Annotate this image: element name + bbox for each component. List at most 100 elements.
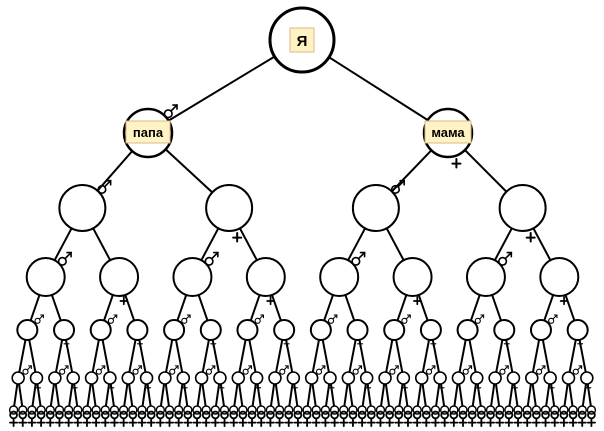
- female-symbol-icon: [385, 410, 395, 427]
- male-symbol-icon: [389, 365, 399, 375]
- female-symbol-icon: [183, 410, 193, 427]
- tree-edge: [238, 226, 259, 263]
- female-symbol-icon: [210, 340, 217, 347]
- tree-edge: [306, 383, 312, 407]
- ancestor-node: [268, 365, 289, 385]
- female-symbol-icon: [220, 410, 230, 427]
- male-symbol-icon: [279, 365, 289, 375]
- ancestor-node: [586, 405, 597, 427]
- female-symbol-icon: [210, 410, 220, 427]
- ancestor-node: [8, 405, 19, 427]
- male-symbol-icon: [498, 251, 513, 266]
- male-symbol-icon: [351, 251, 366, 266]
- ancestor-node: [249, 371, 264, 391]
- female-symbol-icon: [291, 384, 298, 391]
- ancestor-node: [430, 405, 441, 427]
- ancestor-node: [375, 405, 386, 427]
- tree-edge: [469, 293, 482, 322]
- tree-edge: [384, 226, 406, 263]
- tree-edge: [233, 383, 239, 407]
- male-symbol-icon: [163, 104, 178, 119]
- female-symbol-icon: [137, 410, 147, 427]
- tree-edge: [104, 383, 111, 407]
- tree-edge: [275, 338, 284, 373]
- female-symbol-icon: [35, 384, 42, 391]
- tree-edge: [526, 383, 533, 407]
- tree-edge: [385, 338, 394, 373]
- ancestor-node: [543, 371, 557, 391]
- ancestor-node: [256, 405, 266, 427]
- ancestor-node: [236, 314, 265, 341]
- ancestor-node: [91, 405, 101, 427]
- tree-edge: [508, 383, 514, 407]
- ancestor-node: [568, 405, 578, 427]
- ancestor-node: [493, 319, 516, 347]
- female-symbol-icon: [100, 410, 110, 427]
- ancestor-node: [449, 405, 459, 427]
- female-symbol-icon: [232, 232, 243, 243]
- female-symbol-icon: [577, 340, 584, 347]
- female-symbol-icon: [256, 410, 266, 427]
- tree-edge: [196, 383, 202, 407]
- tree-edge: [462, 147, 509, 194]
- male-symbol-icon: [22, 365, 32, 375]
- ancestor-node: [383, 314, 411, 341]
- tree-edge: [417, 293, 429, 322]
- tree-edge: [123, 293, 136, 322]
- ancestor-node: [341, 365, 363, 385]
- ancestor-node: [513, 405, 523, 427]
- female-symbol-icon: [541, 410, 551, 427]
- tree-edge: [128, 338, 137, 373]
- ancestor-node: [414, 365, 436, 385]
- tree-edge: [311, 338, 321, 373]
- female-symbol-icon: [82, 410, 92, 427]
- tree-edge: [274, 383, 281, 407]
- female-symbol-icon: [430, 410, 440, 427]
- root-label: Я: [297, 33, 308, 50]
- tree-edge: [564, 293, 576, 322]
- male-symbol-icon: [57, 251, 72, 266]
- tree-edge: [123, 383, 129, 407]
- ancestor-node: [155, 405, 166, 427]
- tree-edge: [379, 383, 386, 407]
- tree-edge: [490, 383, 496, 407]
- tree-edge: [421, 338, 431, 373]
- male-symbol-icon: [352, 365, 363, 375]
- female-symbol-icon: [495, 410, 505, 427]
- tree-edge: [214, 383, 221, 407]
- female-symbol-icon: [145, 384, 152, 391]
- ancestor-node: [100, 405, 111, 427]
- tree-edge: [238, 338, 247, 373]
- ancestor-node: [163, 314, 191, 341]
- female-symbol-icon: [146, 410, 156, 427]
- male-symbol-icon: [572, 365, 583, 375]
- tree-edge: [396, 293, 408, 322]
- ancestor-node: [302, 405, 312, 427]
- male-symbol-icon: [205, 365, 216, 375]
- female-symbol-icon: [27, 410, 37, 427]
- father-node-label: папа: [125, 120, 171, 144]
- female-symbol-icon: [440, 410, 450, 427]
- tree-edge: [531, 338, 541, 373]
- female-symbol-icon: [348, 410, 358, 427]
- ancestor-node: [456, 314, 485, 341]
- ancestor-node: [540, 405, 551, 427]
- male-symbol-icon: [425, 365, 436, 375]
- ancestor-node: [99, 257, 140, 306]
- ancestor-node: [29, 371, 44, 391]
- tree-edge: [249, 293, 262, 322]
- ancestor-node: [205, 184, 254, 243]
- tree-edge: [31, 383, 37, 407]
- tree-edge: [201, 383, 207, 407]
- tree-edge: [91, 338, 100, 373]
- ancestor-node: [504, 405, 514, 427]
- female-symbol-icon: [128, 410, 138, 427]
- male-symbol-icon: [34, 314, 44, 324]
- ancestor-node: [357, 405, 367, 427]
- ancestor-node: [109, 405, 120, 427]
- tree-edge: [494, 383, 501, 407]
- ancestor-node: [54, 405, 65, 427]
- female-symbol-icon: [91, 410, 101, 427]
- ancestor-node: [66, 371, 81, 391]
- ancestor-node: [488, 365, 509, 385]
